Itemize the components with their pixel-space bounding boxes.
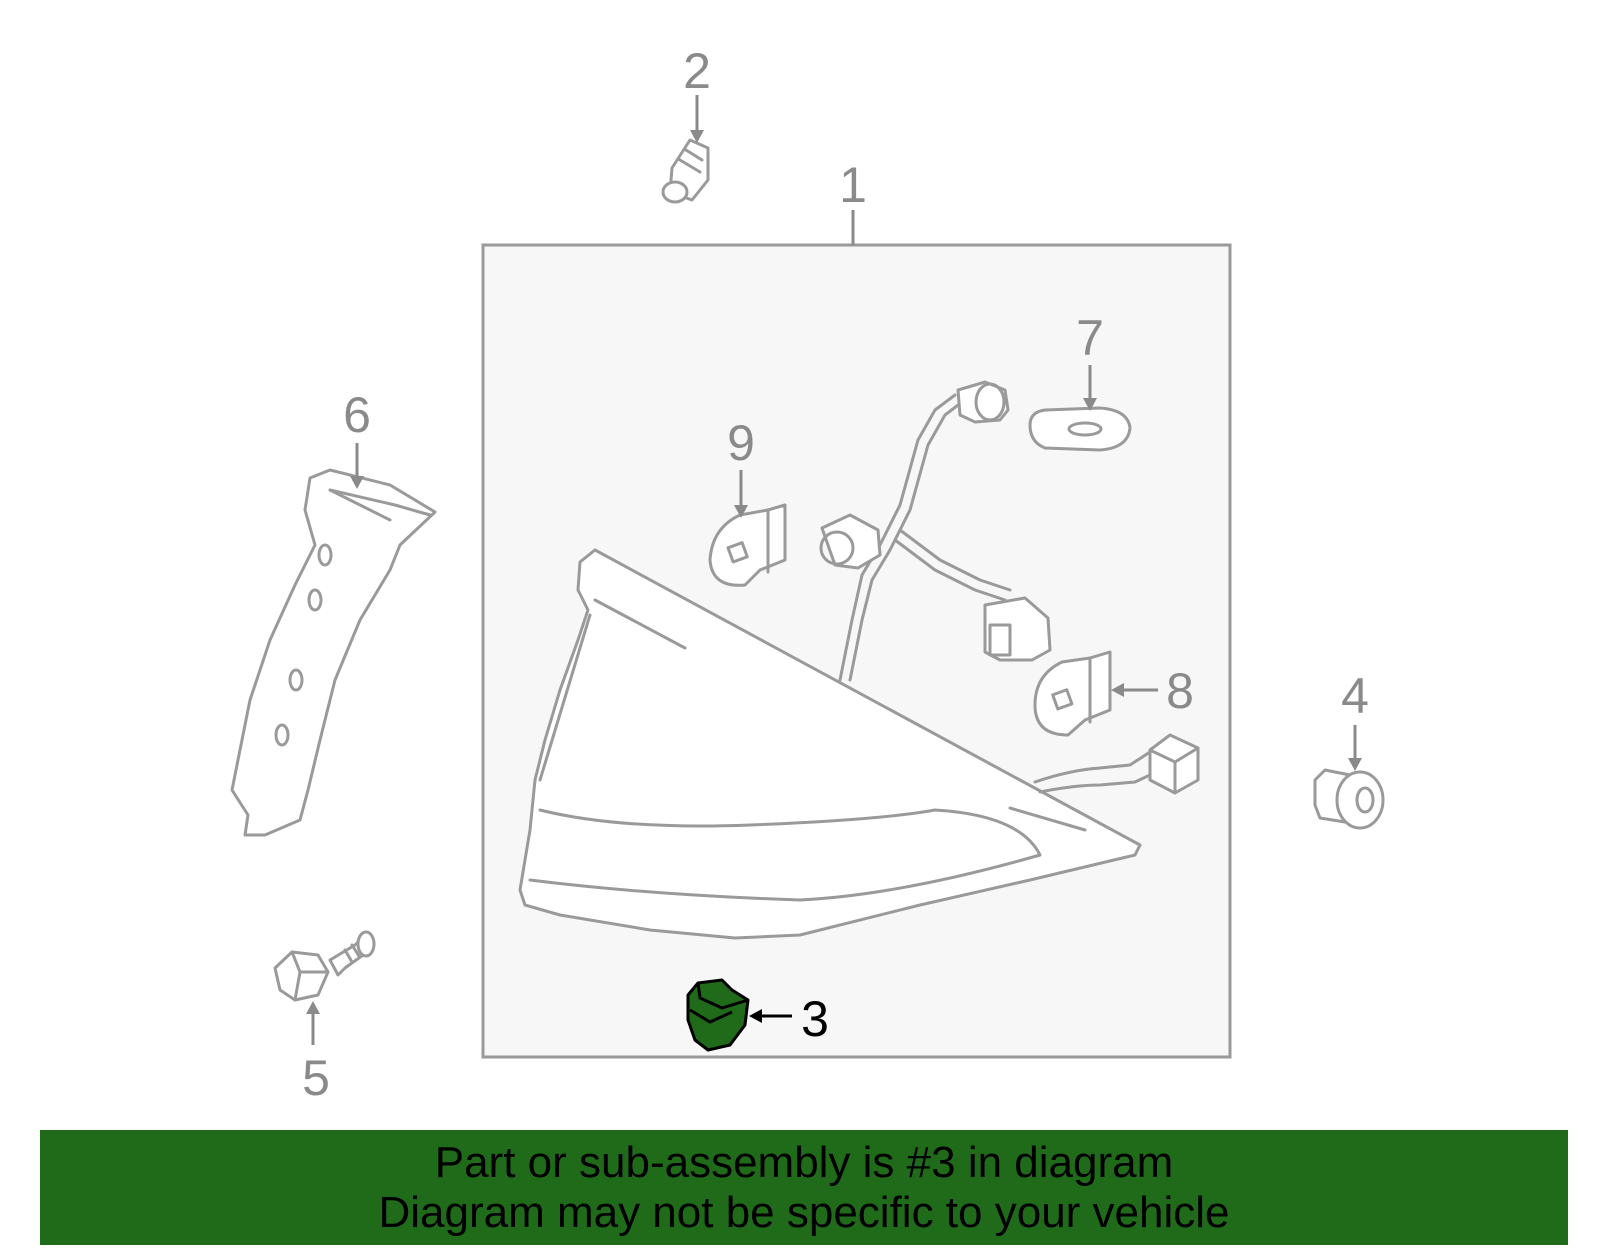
callout-2[interactable]: 2	[683, 43, 711, 99]
callout-4[interactable]: 4	[1341, 668, 1369, 724]
part-9-bulb[interactable]	[708, 503, 787, 587]
banner-line-part: Part or sub-assembly is #3 in diagram	[434, 1138, 1174, 1187]
part-2-clip[interactable]	[661, 138, 710, 204]
banner-line-disclaimer: Diagram may not be specific to your vehi…	[378, 1188, 1230, 1237]
callout-8[interactable]: 8	[1166, 663, 1194, 719]
part-7-bulb[interactable]	[1028, 406, 1132, 452]
arrow-3	[749, 1009, 762, 1023]
callout-6[interactable]: 6	[343, 387, 371, 443]
arrow-6	[350, 476, 364, 489]
arrow-2	[690, 130, 704, 143]
part-8-bulb[interactable]	[1033, 650, 1112, 737]
callout-9[interactable]: 9	[727, 415, 755, 471]
part-4-grommet[interactable]	[1313, 768, 1385, 830]
part-5-bolt[interactable]	[273, 930, 376, 1002]
callout-3[interactable]: 3	[801, 991, 829, 1047]
callout-1[interactable]: 1	[839, 157, 867, 213]
callout-7[interactable]: 7	[1076, 310, 1104, 366]
arrow-4	[1348, 758, 1362, 771]
part-3-clip-highlighted[interactable]	[686, 978, 750, 1052]
part-6-bracket[interactable]	[230, 468, 437, 837]
part-1-lamp-assembly[interactable]	[518, 380, 1200, 940]
arrow-5	[306, 1001, 320, 1014]
callout-5[interactable]: 5	[302, 1050, 330, 1106]
arrow-7	[1083, 398, 1097, 411]
arrow-9	[734, 505, 748, 518]
arrow-8	[1111, 683, 1124, 697]
info-banner: Part or sub-assembly is #3 in diagram Di…	[40, 1130, 1568, 1245]
